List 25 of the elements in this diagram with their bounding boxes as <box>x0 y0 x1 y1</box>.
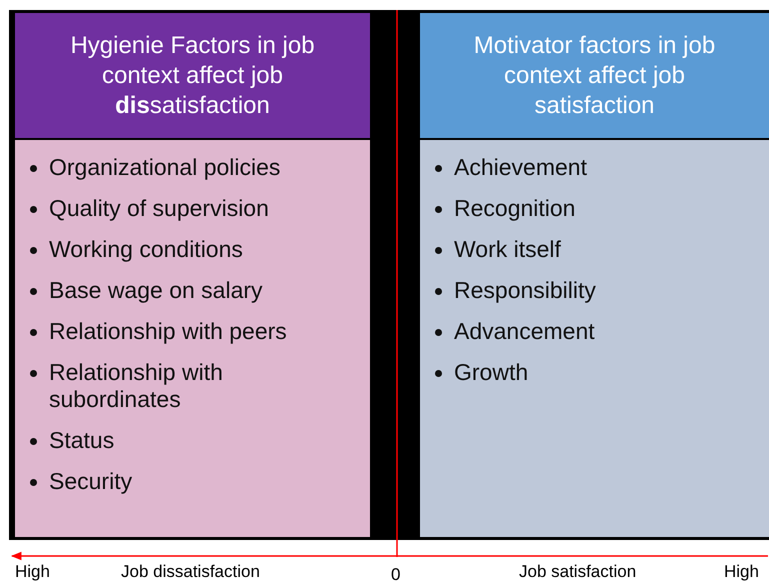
header-text: Motivator factors in job context affect job satisfaction <box>472 30 716 120</box>
list-item: Responsibility <box>454 277 596 303</box>
list-item: Status <box>49 427 114 453</box>
list-item: Achievement <box>454 154 587 180</box>
list-item: Organizational policies <box>49 154 280 180</box>
axis-origin-label: 0 <box>391 565 400 585</box>
list-item: Advancement <box>454 318 595 344</box>
header-text: Hygienie Factors in job context affect job dissatisfaction <box>69 30 316 120</box>
list-item: Work itself <box>454 236 561 262</box>
list-item: Relationship with subordinates <box>49 359 223 412</box>
list-box <box>420 140 769 537</box>
list-item: Growth <box>454 359 528 385</box>
axis-end-label: High <box>15 562 50 582</box>
list-item: Working conditions <box>49 236 243 262</box>
header-box <box>420 13 769 138</box>
axis-label: Job dissatisfaction <box>121 562 260 582</box>
list-box <box>15 140 370 537</box>
list-item: Relationship with peers <box>49 318 287 344</box>
list-item: Recognition <box>454 195 576 221</box>
axis-end-label: High <box>724 562 759 582</box>
header-box <box>15 13 370 138</box>
list-item: Security <box>49 468 132 494</box>
list-item: Quality of supervision <box>49 195 269 221</box>
axis-label: Job satisfaction <box>519 562 636 582</box>
list-item: Base wage on salary <box>49 277 263 303</box>
